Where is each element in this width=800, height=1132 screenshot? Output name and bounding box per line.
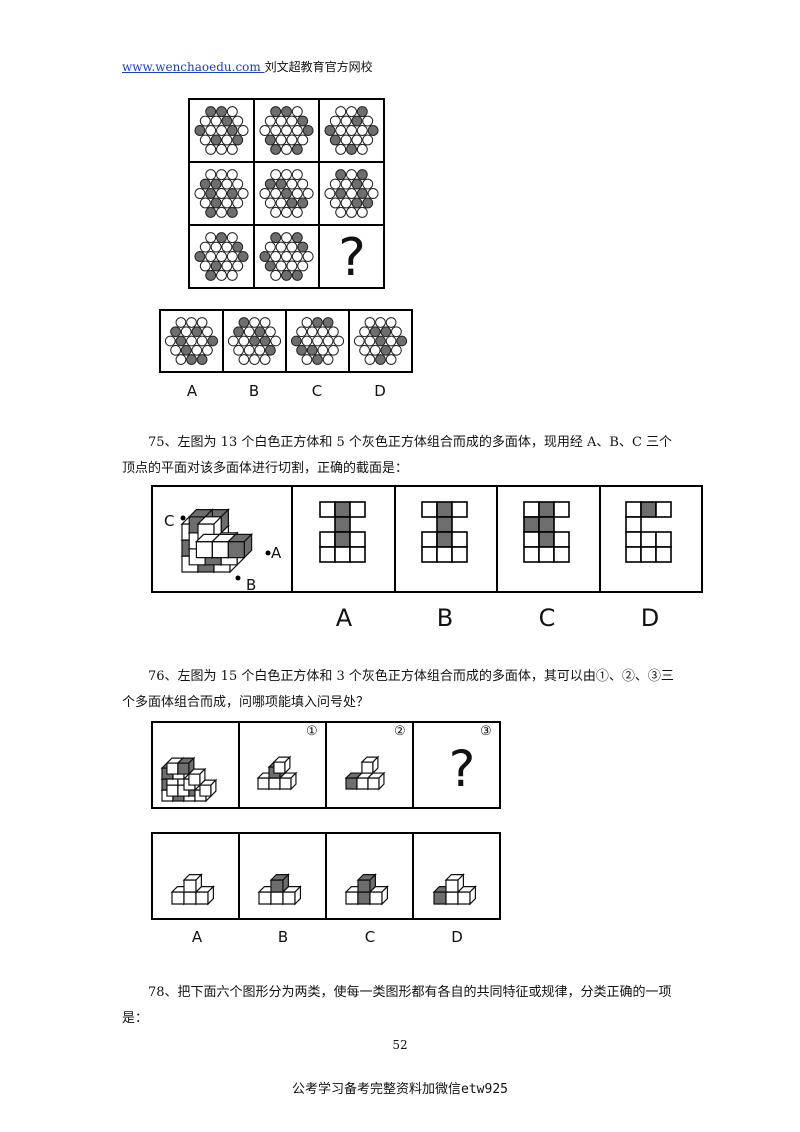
q75-option-a-figure-cell [334, 516, 351, 533]
q76-option-b-label[interactable]: B [277, 928, 289, 946]
q74-cell-0-1 [259, 106, 314, 155]
q76-option-a-label[interactable]: A [191, 928, 203, 946]
q75-option-c-figure-cell [523, 516, 540, 533]
q76-option-d-label[interactable]: D [451, 928, 463, 946]
q75-option-c-figure-cell [523, 501, 540, 518]
q76-question-mark: ? [448, 740, 476, 798]
q75-option-b-figure-cell [436, 546, 453, 563]
q75-option-b-figure-cell [451, 546, 468, 563]
q75-option-d-figure-cell [625, 531, 642, 548]
q74-question-mark: ? [338, 228, 366, 288]
q76-part2-cube-3 [360, 755, 380, 775]
site-name: 刘文超教育官方网校 [264, 60, 373, 74]
q75-point-c [180, 515, 186, 521]
q75-option-d-figure-cell [640, 501, 657, 518]
q75-option-c-figure-cell [523, 531, 540, 548]
q76-text: 76、左图为 15 个白色正方体和 3 个灰色正方体组合而成的多面体，其可以由①… [122, 669, 674, 710]
q75-point-b [235, 575, 241, 581]
q76-solid-cube-14 [176, 756, 196, 776]
q74-option-c-label[interactable]: C [311, 382, 323, 400]
q75-option-a-figure-cell [334, 546, 351, 563]
q75-vertex-a: A [271, 544, 282, 562]
q76-part-3-label: ③ [480, 724, 492, 739]
q75-option-b-figure-cell [436, 501, 453, 518]
q74-cell-1-0 [194, 169, 249, 218]
q75-option-a-figure-cell [349, 531, 366, 548]
q75-option-a-label[interactable]: A [335, 604, 353, 632]
q75-option-c-figure-cell [553, 531, 570, 548]
q76-solid-cube-17 [187, 767, 207, 787]
q76-part1-cube-4 [272, 755, 292, 775]
q75-option-a-figure-cell [319, 531, 336, 548]
q75-option-b-figure-cell [421, 546, 438, 563]
q75-option-d-figure-cell [655, 531, 672, 548]
q75-option-d-figure-cell [640, 531, 657, 548]
q75-option-a-figure-cell [319, 546, 336, 563]
q76-part-2-label: ② [394, 724, 406, 739]
q75-vertex-b: B [246, 576, 257, 594]
q75-option-b-figure-cell [451, 531, 468, 548]
q75-option-b-label[interactable]: B [436, 604, 454, 632]
q75-frame [151, 485, 703, 593]
q74-option-figure-1 [227, 317, 282, 365]
q75-option-a-figure-cell [319, 501, 336, 518]
q75-option-c-figure-cell [538, 516, 555, 533]
q75-option-a-figure-cell [349, 501, 366, 518]
q75-option-d-figure-cell [625, 516, 642, 533]
q75-text: 75、左图为 13 个白色正方体和 5 个灰色正方体组合而成的多面体，现用经 A… [122, 435, 673, 476]
q75-option-b-figure-cell [436, 516, 453, 533]
q75-option-c-label[interactable]: C [538, 604, 556, 632]
q75-option-c-figure-cell [553, 546, 570, 563]
q75-option-c-figure-cell [553, 501, 570, 518]
page-header: www.wenchaoedu.com 刘文超教育官方网校 [122, 58, 373, 75]
q75-option-b-figure-cell [421, 501, 438, 518]
q74-cell-1-2 [324, 169, 379, 218]
q74-option-a-label[interactable]: A [186, 382, 198, 400]
q75-vertex-c: C [164, 512, 175, 530]
q75-solid-cube-17 [226, 532, 254, 560]
q76-part2-cube-2 [366, 771, 386, 791]
q75-option-d-figure-cell [655, 546, 672, 563]
q75-option-b-figure-cell [436, 531, 453, 548]
q75-option-a-figure-cell [349, 546, 366, 563]
q74-option-figure-0 [164, 317, 219, 365]
q75-option-a-figure-cell [334, 531, 351, 548]
q75-option-a-figure-cell [334, 501, 351, 518]
page-footer: 公考学习备考完整资料加微信etw925 [292, 1082, 508, 1097]
q75-option-c-figure-cell [538, 546, 555, 563]
q76-option-c-label[interactable]: C [364, 928, 376, 946]
q75-option-d-figure-cell [625, 501, 642, 518]
q74-cell-2-0 [194, 232, 249, 281]
q76-part-1-label: ① [306, 724, 318, 739]
q75-option-d-figure-cell [640, 546, 657, 563]
q75-option-b-figure-cell [421, 531, 438, 548]
q76-option-b-cube-3 [269, 873, 290, 894]
q74-cell-0-2 [324, 106, 379, 155]
q75-option-c-figure-cell [523, 546, 540, 563]
q75-option-d-figure-cell [655, 501, 672, 518]
q74-cell-0-0 [194, 106, 249, 155]
q74-option-d-label[interactable]: D [374, 382, 386, 400]
q74-option-figure-3 [353, 317, 408, 365]
q75-option-c-figure-cell [538, 531, 555, 548]
site-link[interactable]: www.wenchaoedu.com [122, 60, 265, 74]
q75-point-a [265, 550, 271, 556]
q78-text: 78、把下面六个图形分为两类，使每一类图形都有各自的共同特征或规律，分类正确的一… [122, 985, 672, 1026]
q74-option-figure-2 [290, 317, 345, 365]
q75-option-b-figure-cell [451, 501, 468, 518]
q76-solid-cube-16 [198, 778, 218, 798]
q74-option-b-label[interactable]: B [248, 382, 260, 400]
q76-option-a-cube-3 [182, 873, 203, 894]
q74-cell-1-1 [259, 169, 314, 218]
q75-option-c-figure-cell [538, 501, 555, 518]
q76-option-c-cube-3 [356, 873, 377, 894]
q75-option-d-figure-cell [625, 546, 642, 563]
q75-option-d-label[interactable]: D [640, 604, 660, 632]
q76-option-d-cube-3 [444, 873, 465, 894]
page-number: 52 [392, 1038, 408, 1052]
q74-cell-2-1 [259, 232, 314, 281]
q76-option-b-cube-2 [281, 885, 302, 906]
q74-grid-border [188, 98, 385, 289]
